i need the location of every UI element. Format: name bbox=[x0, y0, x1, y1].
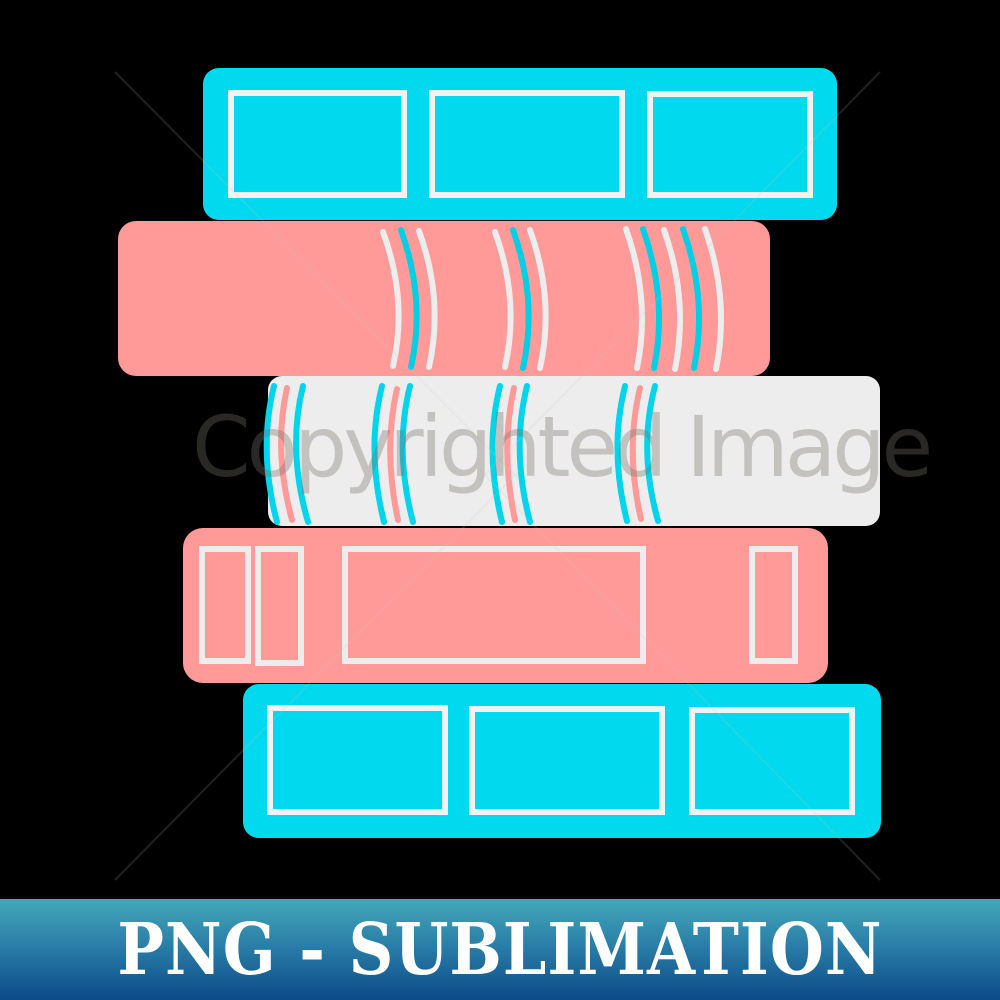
books-illustration bbox=[114, 68, 881, 881]
book-4-pink-panels bbox=[183, 528, 828, 683]
banner-label: PNG - SUBLIMATION bbox=[117, 907, 883, 992]
artwork-stage: Copyrighted Image bbox=[114, 68, 933, 881]
watermark-lines bbox=[114, 71, 881, 881]
book-2-pink-striped bbox=[118, 221, 770, 376]
book-5-cyan bbox=[243, 684, 881, 838]
format-banner: PNG - SUBLIMATION bbox=[0, 899, 1000, 1000]
book-3-white-striped bbox=[263, 376, 880, 526]
book-1-cyan bbox=[203, 68, 837, 220]
